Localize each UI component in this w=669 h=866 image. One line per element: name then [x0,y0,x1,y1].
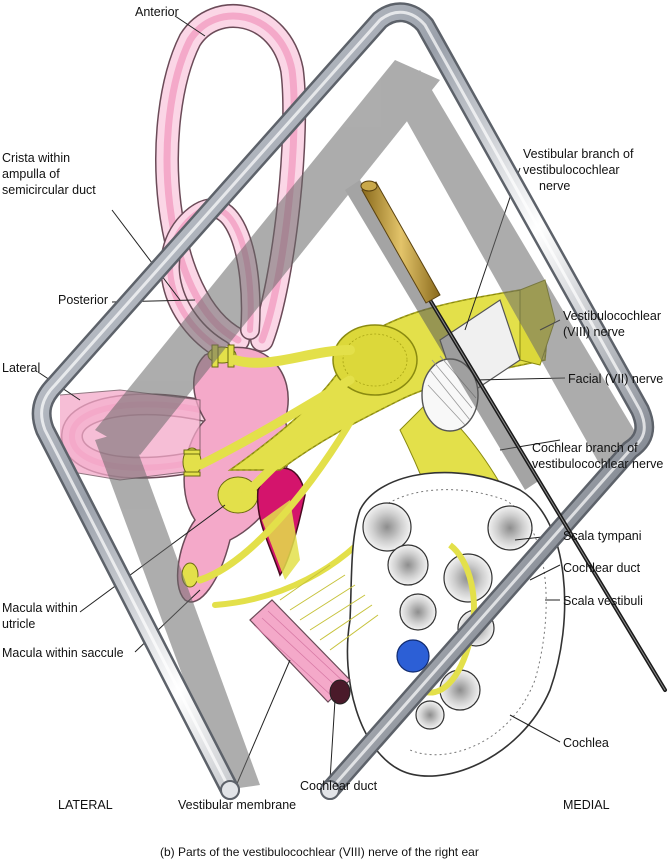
label-vestibulocochlear: Vestibulocochlear (VIII) nerve [563,308,661,340]
label-cochlear-branch: Cochlear branch of vestibulocochlear ner… [532,440,663,472]
label-medial-bottom: MEDIAL [563,798,610,812]
label-cochlear-duct-right: Cochlear duct [563,561,641,575]
label-scala-vestibuli: Scala vestibuli [563,594,643,608]
label-cochlear-branch-line-1: Cochlear branch of [532,441,638,455]
label-posterior: Posterior [58,293,109,307]
label-macula-utricle-line-1: Macula within [2,601,78,615]
label-vestibular-branch-line-2: vestibulocochlear [523,163,620,177]
label-vestibular-branch-line-1: Vestibular branch of [523,147,634,161]
cochlear-duct-tube [249,564,379,705]
label-lateral: Lateral [2,361,41,375]
label-scala-tympani: Scala tympani [563,529,642,543]
label-macula-utricle: Macula within utricle [2,600,78,632]
label-macula-utricle-line-2: utricle [2,617,36,631]
label-cochlear-duct-bottom: Cochlear duct [300,779,378,793]
label-vestibular-membrane: Vestibular membrane [178,798,297,812]
label-anterior: Anterior [135,5,179,19]
label-vestibular-branch-line-3: nerve [539,179,571,193]
label-cochlear-branch-line-2: vestibulocochlear nerve [532,457,664,471]
figure-caption: (b) Parts of the vestibulocochlear (VIII… [160,845,479,859]
label-vestibular-branch: Vestibular branch of vestibulocochlear n… [523,146,634,194]
label-cochlea: Cochlea [563,736,609,750]
label-facial: Facial (VII) nerve [568,372,664,386]
label-crista-line-1: Crista within [2,151,71,165]
label-crista-line-2: ampulla of [2,167,60,181]
metal-frame [31,2,655,800]
label-crista: Crista within ampulla of semicircular du… [2,150,96,198]
label-macula-saccule: Macula within saccule [2,646,124,660]
label-lateral-bottom: LATERAL [58,798,113,812]
dissection-probe [360,180,667,692]
label-vestibulocochlear-line-2: (VIII) nerve [563,325,625,339]
label-crista-line-3: semicircular duct [2,183,96,197]
label-vestibulocochlear-line-1: Vestibulocochlear [563,309,661,323]
overlay-shadows [95,60,640,790]
